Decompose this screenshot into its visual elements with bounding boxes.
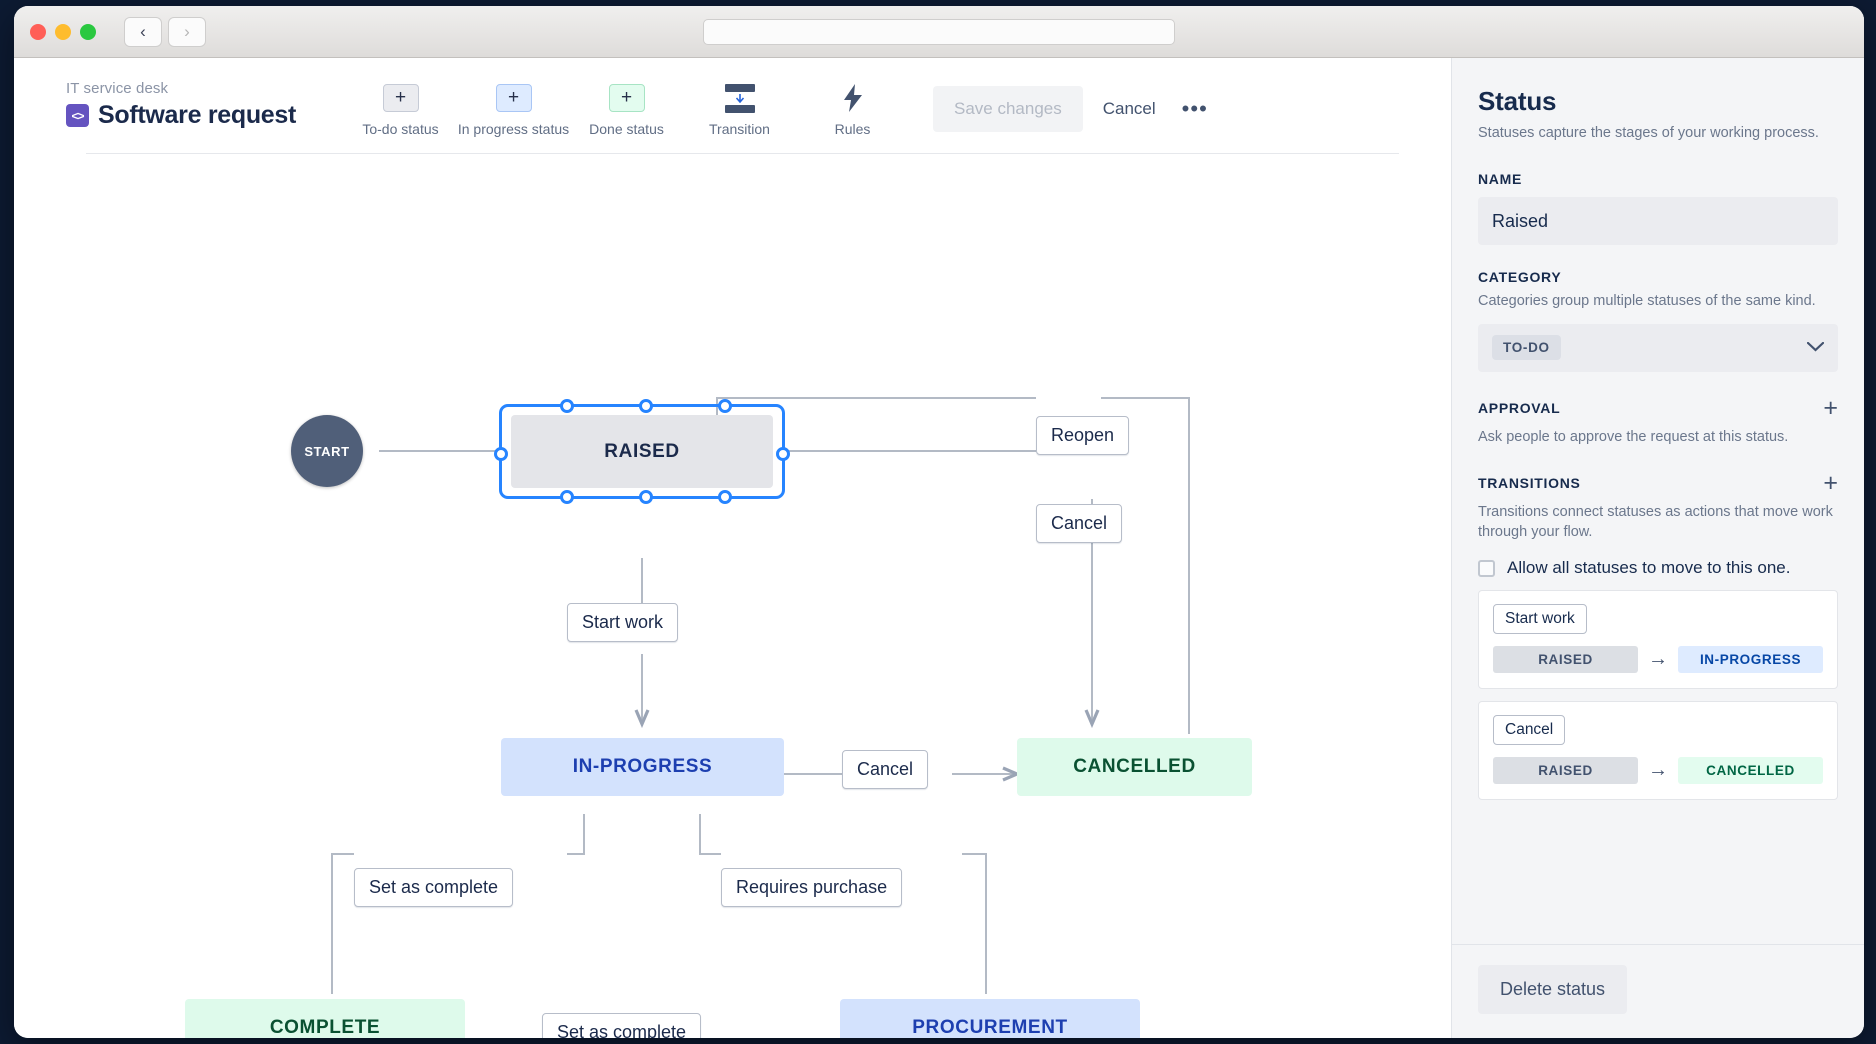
editor-header: IT service desk <> Software request + To…: [14, 58, 1451, 137]
forward-icon[interactable]: ›: [168, 16, 206, 47]
start-node[interactable]: START: [291, 415, 363, 487]
title-block: IT service desk <> Software request: [14, 80, 344, 130]
resize-handle-bottom-left[interactable]: [560, 490, 574, 504]
name-label: NAME: [1478, 171, 1523, 188]
edge-label-start-work[interactable]: Start work: [567, 603, 679, 642]
plus-icon: +: [495, 84, 532, 112]
resize-handle-bottom-right[interactable]: [718, 490, 732, 504]
selection-outline: [494, 399, 790, 504]
toolbar-label: Transition: [709, 121, 770, 137]
transitions-label: TRANSITIONS: [1478, 475, 1581, 492]
resize-handle-top-left[interactable]: [560, 399, 574, 413]
resize-handle-bottom[interactable]: [639, 490, 653, 504]
traffic-lights: [30, 23, 96, 40]
transition-card[interactable]: Start work RAISED → IN-PROGRESS: [1478, 590, 1838, 690]
transition-from-status: RAISED: [1493, 646, 1638, 674]
more-options-icon[interactable]: •••: [1181, 96, 1208, 121]
edge-label-cancel-progress[interactable]: Cancel: [842, 750, 929, 789]
navigation-buttons: ‹ ›: [124, 16, 206, 47]
status-details-panel: Status Statuses capture the stages of yo…: [1451, 58, 1864, 1038]
save-changes-button[interactable]: Save changes: [933, 86, 1083, 132]
transition-from-status: RAISED: [1493, 757, 1638, 785]
category-select[interactable]: TO-DO: [1478, 323, 1838, 372]
toolbar-item-transition[interactable]: Transition: [683, 83, 796, 137]
transition-card[interactable]: Cancel RAISED → CANCELLED: [1478, 701, 1838, 801]
toolbar-label: To-do status: [362, 121, 439, 137]
edge-label-reopen[interactable]: Reopen: [1036, 416, 1130, 455]
transitions-description: Transitions connect statuses as actions …: [1478, 503, 1833, 541]
plus-icon: +: [382, 84, 419, 112]
panel-footer: Delete status: [1452, 944, 1864, 1038]
status-node-cancelled[interactable]: CANCELLED: [1017, 738, 1252, 796]
edge-label-set-as-complete-1[interactable]: Set as complete: [354, 868, 514, 907]
panel-title: Status: [1478, 86, 1557, 116]
title-row: <> Software request: [66, 101, 344, 130]
category-description: Categories group multiple statuses of th…: [1478, 293, 1816, 310]
edge-label-requires-purchase[interactable]: Requires purchase: [721, 868, 903, 907]
status-node-complete[interactable]: COMPLETE: [185, 999, 465, 1038]
transition-to-status: CANCELLED: [1678, 757, 1823, 785]
status-node-procurement[interactable]: PROCUREMENT: [840, 999, 1140, 1038]
minimize-window-button[interactable]: [55, 23, 71, 40]
add-approval-icon[interactable]: +: [1823, 393, 1838, 422]
code-brackets-icon: <>: [66, 104, 89, 127]
workflow-canvas[interactable]: START RAISED IN-PROGRESS CANCELLED: [14, 154, 1451, 1038]
toolbar-item-in-progress-status[interactable]: + In progress status: [457, 84, 570, 137]
toolbar-label: In progress status: [457, 121, 570, 137]
approval-description: Ask people to approve the request at thi…: [1478, 428, 1789, 445]
delete-status-button[interactable]: Delete status: [1478, 965, 1628, 1014]
transition-to-status: IN-PROGRESS: [1678, 646, 1823, 674]
edge-label-set-as-complete-2[interactable]: Set as complete: [542, 1013, 702, 1038]
allow-all-statuses-checkbox[interactable]: [1478, 559, 1495, 577]
arrow-right-icon: →: [1648, 759, 1668, 782]
cancel-button[interactable]: Cancel: [1102, 99, 1156, 118]
address-bar[interactable]: [703, 18, 1175, 45]
resize-handle-right[interactable]: [776, 447, 790, 461]
add-transition-icon[interactable]: +: [1823, 468, 1838, 497]
toolbar-item-rules[interactable]: Rules: [796, 84, 909, 137]
toolbar-item-done-status[interactable]: + Done status: [570, 84, 683, 137]
editor-actions: Save changes Cancel •••: [933, 80, 1214, 132]
transition-name[interactable]: Start work: [1493, 604, 1587, 635]
header-divider: [86, 153, 1399, 154]
plus-icon: +: [608, 84, 645, 112]
resize-handle-left[interactable]: [494, 447, 508, 461]
approval-label: APPROVAL: [1478, 400, 1561, 417]
breadcrumb[interactable]: IT service desk: [66, 80, 169, 97]
allow-all-statuses-row[interactable]: Allow all statuses to move to this one.: [1478, 558, 1838, 578]
resize-handle-top-right[interactable]: [718, 399, 732, 413]
status-node-raised[interactable]: RAISED: [511, 415, 773, 488]
arrow-right-icon: →: [1648, 648, 1668, 671]
browser-window: ‹ › IT service desk <> Software request …: [14, 6, 1864, 1038]
editor-toolbar: + To-do status + In progress status + Do…: [344, 80, 909, 137]
back-icon[interactable]: ‹: [124, 16, 162, 47]
panel-subtitle: Statuses capture the stages of your work…: [1478, 125, 1819, 141]
page-title: Software request: [98, 101, 297, 129]
app-body: IT service desk <> Software request + To…: [14, 58, 1864, 1038]
toolbar-label: Rules: [834, 121, 871, 137]
lightning-bolt-icon: [835, 84, 871, 112]
resize-handle-top[interactable]: [639, 399, 653, 413]
transition-name[interactable]: Cancel: [1493, 715, 1566, 746]
allow-all-statuses-label: Allow all statuses to move to this one.: [1507, 558, 1791, 578]
status-name-input[interactable]: Raised: [1478, 197, 1838, 246]
category-value-pill: TO-DO: [1492, 335, 1561, 361]
category-label: CATEGORY: [1478, 269, 1562, 286]
status-node-in-progress[interactable]: IN-PROGRESS: [501, 738, 784, 796]
chevron-down-icon: [1806, 339, 1825, 356]
edge-label-cancel-raised[interactable]: Cancel: [1036, 504, 1123, 543]
close-window-button[interactable]: [30, 23, 46, 40]
maximize-window-button[interactable]: [80, 23, 96, 40]
toolbar-label: Done status: [589, 121, 664, 137]
toolbar-item-todo-status[interactable]: + To-do status: [344, 84, 457, 137]
transition-icon: [722, 83, 758, 113]
workflow-editor: IT service desk <> Software request + To…: [14, 58, 1451, 1038]
window-titlebar: ‹ ›: [14, 6, 1864, 58]
